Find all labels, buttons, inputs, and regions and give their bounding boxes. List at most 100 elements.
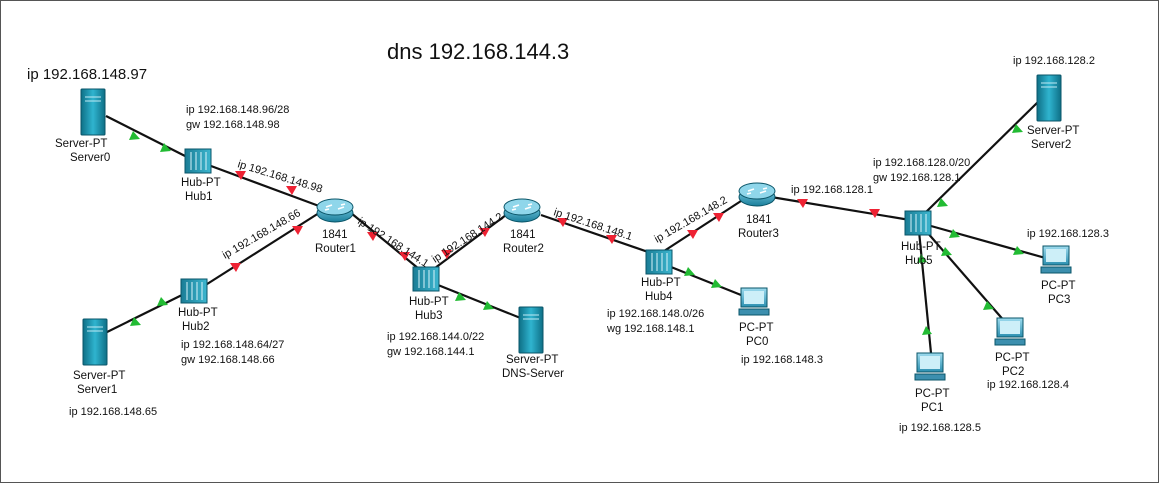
pc3-type: PC-PT <box>1041 280 1076 292</box>
pc0-ip: ip 192.168.148.3 <box>741 354 823 366</box>
hub5-network: ip 192.168.128.0/20 <box>873 157 970 169</box>
pc-icon[interactable] <box>914 352 946 381</box>
link-up-indicator <box>1013 246 1024 255</box>
hub1-gateway: gw 192.168.148.98 <box>186 119 280 131</box>
link-up-indicator <box>917 254 927 263</box>
link-down-indicator <box>713 213 724 222</box>
link-hub5-pc3 <box>930 224 1050 261</box>
router1-name: Router1 <box>315 243 356 255</box>
hub3-type: Hub-PT <box>409 296 449 308</box>
server1-name: Server1 <box>77 384 117 396</box>
hub1-network: ip 192.168.148.96/28 <box>186 104 289 116</box>
link-up-indicator <box>983 301 994 310</box>
hub-icon[interactable] <box>184 148 212 174</box>
link-hub3-dnsserver <box>432 281 524 321</box>
hub2-network: ip 192.168.148.64/27 <box>181 339 284 351</box>
server1-type: Server-PT <box>73 370 125 382</box>
link-down-indicator <box>367 232 378 241</box>
link-up-indicator <box>455 292 466 301</box>
interface-ip-r3-hub5: ip 192.168.128.1 <box>791 184 873 196</box>
hub5-type: Hub-PT <box>901 241 941 253</box>
pc2-ip: ip 192.168.128.4 <box>987 379 1069 391</box>
interface-ip-r1-hub1: ip 192.168.148.98 <box>236 158 324 195</box>
link-up-indicator <box>941 247 952 256</box>
link-hub2-server1 <box>98 292 187 337</box>
link-hub3-router2 <box>430 214 507 272</box>
server-icon[interactable] <box>82 318 108 366</box>
server0-type: Server-PT <box>55 138 107 150</box>
server2-name: Server2 <box>1031 139 1071 151</box>
link-down-indicator <box>797 199 808 208</box>
dns-server-name: DNS-Server <box>502 368 564 380</box>
hub5-gateway: gw 192.168.128.1 <box>873 172 960 184</box>
link-down-indicator <box>479 228 490 237</box>
dns-title: dns 192.168.144.3 <box>387 39 569 64</box>
link-router1-hub2 <box>203 212 320 287</box>
link-down-indicator <box>869 209 880 218</box>
link-down-indicator <box>606 235 617 244</box>
hub2-name: Hub2 <box>182 321 210 333</box>
server1-ip: ip 192.168.148.65 <box>69 406 157 418</box>
pc2-name: PC2 <box>1002 366 1024 378</box>
dns-server-type: Server-PT <box>506 354 558 366</box>
link-up-indicator <box>130 317 141 326</box>
hub-icon[interactable] <box>904 210 932 236</box>
link-down-indicator <box>557 218 568 227</box>
link-down-indicator <box>687 230 698 239</box>
hub3-network: ip 192.168.144.0/22 <box>387 331 484 343</box>
link-up-indicator <box>937 198 948 207</box>
link-up-indicator <box>129 131 140 140</box>
link-status-markers <box>129 124 1024 335</box>
hub4-name: Hub4 <box>645 291 673 303</box>
link-server0-hub1 <box>105 115 192 160</box>
interface-ip-r2-hub4: ip 192.168.148.1 <box>552 206 634 243</box>
router2-name: Router2 <box>503 243 544 255</box>
router-icon[interactable] <box>316 198 354 223</box>
link-hub4-router3 <box>660 200 742 254</box>
router3-name: Router3 <box>738 228 779 240</box>
router-icon[interactable] <box>738 182 776 207</box>
link-router1-hub3 <box>350 212 420 270</box>
hub4-type: Hub-PT <box>641 277 681 289</box>
hub-icon[interactable] <box>180 278 208 304</box>
pc1-type: PC-PT <box>915 388 950 400</box>
hub-icon[interactable] <box>645 249 673 275</box>
interface-ip-r2-hub3: ip 192.168.144.2 <box>430 211 505 266</box>
link-hub5-server2 <box>924 100 1040 214</box>
router2-model: 1841 <box>510 229 536 241</box>
link-down-indicator <box>399 252 410 261</box>
pc0-name: PC0 <box>746 336 768 348</box>
interface-ip-r1-hub2: ip 192.168.148.66 <box>221 207 303 261</box>
pc1-name: PC1 <box>921 402 943 414</box>
pc2-type: PC-PT <box>995 352 1030 364</box>
router1-model: 1841 <box>322 229 348 241</box>
interface-ip-r1-hub3: ip 192.168.144.1 <box>355 215 430 270</box>
pc0-type: PC-PT <box>739 322 774 334</box>
server-icon[interactable] <box>80 88 106 136</box>
link-down-indicator <box>292 226 303 235</box>
pc-icon[interactable] <box>738 287 770 316</box>
pc1-ip: ip 192.168.128.5 <box>899 422 981 434</box>
hub4-network: ip 192.168.148.0/26 <box>607 308 704 320</box>
hub1-type: Hub-PT <box>181 177 221 189</box>
link-down-indicator <box>286 186 297 195</box>
hub-icon[interactable] <box>412 266 440 292</box>
router-icon[interactable] <box>503 198 541 223</box>
server0-name: Server0 <box>70 152 110 164</box>
link-hub4-pc0 <box>665 263 752 301</box>
server-icon[interactable] <box>1036 74 1062 122</box>
server2-ip: ip 192.168.128.2 <box>1013 55 1095 67</box>
link-up-indicator <box>1012 124 1023 133</box>
link-up-indicator <box>711 279 722 288</box>
server-icon[interactable] <box>518 306 544 354</box>
link-down-indicator <box>441 250 452 259</box>
server0-ip-label: ip 192.168.148.97 <box>27 66 147 83</box>
hub4-gateway: wg 192.168.148.1 <box>606 323 694 335</box>
pc-icon[interactable] <box>994 317 1026 346</box>
pc-icon[interactable] <box>1040 245 1072 274</box>
link-down-indicator <box>230 263 241 272</box>
link-down-indicator <box>235 171 246 180</box>
link-up-indicator <box>922 326 932 335</box>
